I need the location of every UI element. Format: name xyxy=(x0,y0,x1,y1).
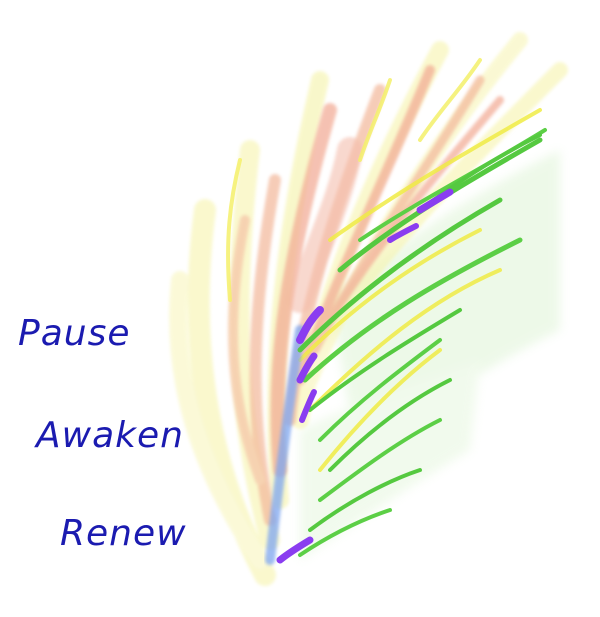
green-wash xyxy=(300,150,560,560)
blue-shaft xyxy=(265,325,305,565)
word-pause: Pause xyxy=(18,313,131,354)
word-renew: Renew xyxy=(60,513,187,554)
green-barbs xyxy=(297,128,547,557)
purple-accents xyxy=(276,188,454,564)
word-awaken: Awaken xyxy=(36,415,184,456)
yellow-strokes xyxy=(226,58,542,472)
